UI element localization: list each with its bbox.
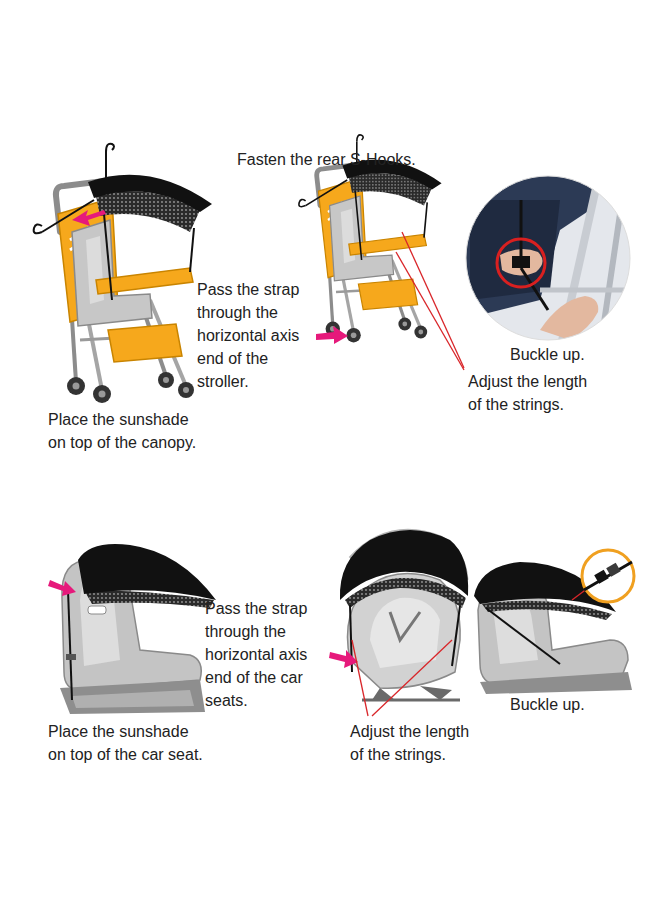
- car-seat-illustration-part: [584, 562, 632, 590]
- car-seat-illustration-part: [482, 601, 612, 620]
- instruction-label: Place the sunshade on top of the car sea…: [48, 720, 208, 766]
- photo-inset-part-part: [470, 200, 560, 300]
- photo-inset-part-part: [540, 296, 598, 340]
- leader-line-part: [352, 640, 368, 716]
- car-seat-illustration-part: [88, 606, 106, 614]
- stroller-illustration: [34, 144, 212, 403]
- car-seat-illustration-part: [606, 563, 621, 577]
- photo-inset-part-part: [460, 170, 640, 350]
- pink-arrow: [329, 650, 358, 668]
- leader-line-part: [396, 252, 464, 370]
- car-seat-illustration-part: [68, 590, 72, 700]
- instruction-label: Adjust the length of the strings.: [350, 720, 478, 766]
- leader-line: [396, 232, 464, 370]
- car-seat-illustration-part: [78, 544, 216, 600]
- photo-inset-part: [497, 239, 545, 287]
- car-seat-illustration: [48, 544, 216, 714]
- photo-inset-part: [466, 176, 630, 340]
- instruction-label: Buckle up.: [510, 343, 630, 366]
- car-seat-illustration-part: [362, 699, 460, 702]
- instruction-label: Adjust the length of the strings.: [468, 370, 596, 416]
- photo-inset-part-part: [520, 200, 523, 256]
- car-seat-illustration-part: [66, 654, 76, 660]
- instruction-label: Fasten the rear S-Hooks.: [237, 148, 467, 171]
- pink-arrow: [316, 326, 348, 344]
- pink-arrow: [72, 210, 106, 226]
- car-seat-illustration: [329, 530, 468, 700]
- car-seat-illustration-part: [72, 690, 194, 708]
- leader-line: [352, 640, 452, 716]
- car-seat-illustration-part: [594, 570, 609, 584]
- instruction-label: Buckle up.: [510, 693, 630, 716]
- car-seat-illustration: [474, 550, 634, 694]
- stroller-illustration-part: [34, 144, 212, 403]
- photo-inset-part: [460, 170, 640, 350]
- car-seat-illustration-part: [480, 672, 632, 694]
- leader-line-part: [372, 640, 452, 716]
- car-seat-illustration-part: [452, 606, 460, 666]
- photo-inset-part-part: [540, 288, 640, 293]
- leader-line-part: [402, 232, 464, 368]
- car-seat-illustration-part: [486, 608, 560, 664]
- car-seat-illustration-part: [372, 686, 452, 700]
- car-seat-illustration-part: [60, 680, 205, 714]
- instruction-label: Pass the strap through the horizontal ax…: [197, 278, 315, 393]
- car-seat-illustration-part: [345, 578, 466, 608]
- car-seat-illustration-part: [370, 598, 440, 668]
- instruction-label: Place the sunshade on top of the canopy.: [48, 408, 208, 454]
- photo-inset-part-part: [600, 180, 625, 350]
- photo-inset-part-part: [512, 256, 530, 268]
- car-seat-illustration-part: [390, 612, 420, 640]
- photo-inset-part-part: [521, 268, 548, 310]
- pink-arrow: [48, 580, 76, 596]
- car-seat-illustration-part: [582, 550, 634, 602]
- instruction-label: Pass the strap through the horizontal ax…: [205, 597, 323, 712]
- photo-inset: [460, 170, 640, 350]
